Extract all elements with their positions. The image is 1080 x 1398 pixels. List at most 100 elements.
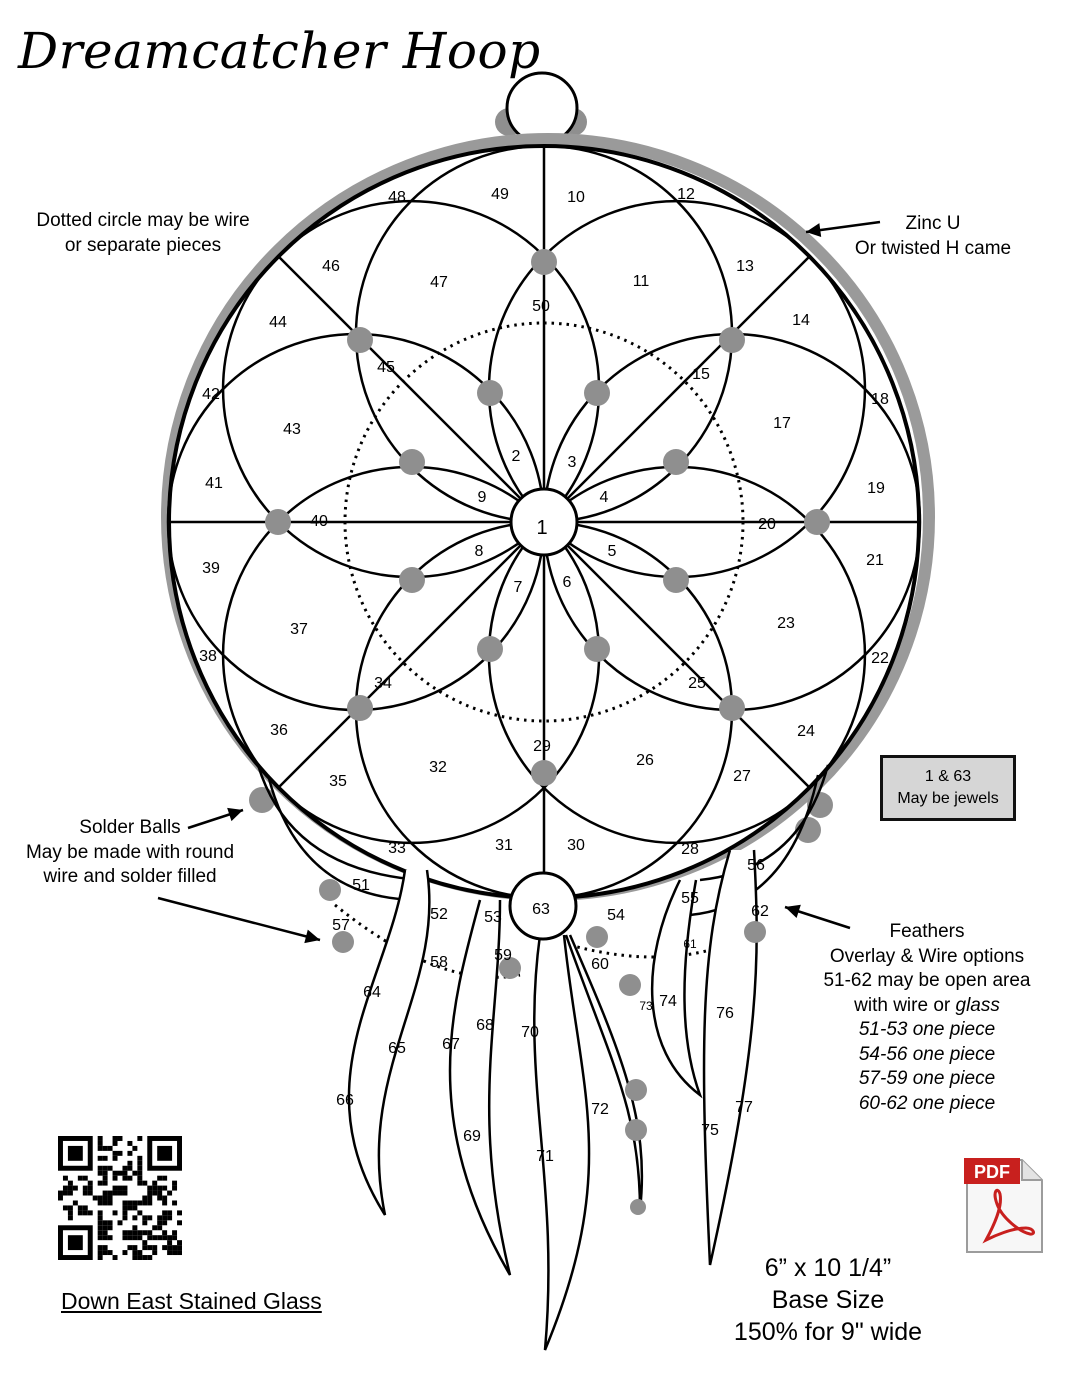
piece-number: 19 bbox=[867, 480, 885, 497]
qr-module bbox=[167, 1210, 173, 1216]
solder-ball bbox=[499, 957, 521, 979]
solder-ball bbox=[249, 787, 275, 813]
qr-module bbox=[122, 1230, 128, 1236]
piece-number: 37 bbox=[290, 621, 308, 638]
qr-module bbox=[157, 1190, 163, 1196]
qr-module bbox=[97, 1220, 103, 1226]
feathers-note-line: 57-59 one piece bbox=[858, 1068, 996, 1089]
solder-ball bbox=[663, 567, 689, 593]
qr-module bbox=[102, 1180, 108, 1186]
qr-module bbox=[107, 1225, 113, 1231]
qr-module bbox=[177, 1250, 182, 1256]
qr-module bbox=[67, 1185, 73, 1191]
qr-module bbox=[122, 1235, 128, 1241]
qr-module bbox=[97, 1140, 103, 1146]
qr-finder-core bbox=[67, 1145, 83, 1161]
piece-number: 67 bbox=[442, 1036, 460, 1053]
piece-number: 65 bbox=[388, 1040, 406, 1057]
piece-number: 2 bbox=[512, 448, 521, 465]
pdf-label: PDF bbox=[974, 1162, 1010, 1182]
qr-module bbox=[77, 1210, 83, 1216]
qr-module bbox=[172, 1245, 178, 1251]
piece-number: 33 bbox=[388, 840, 406, 857]
piece-number: 34 bbox=[374, 675, 392, 692]
qr-module bbox=[82, 1210, 88, 1216]
qr-module bbox=[107, 1250, 113, 1256]
qr-module bbox=[97, 1180, 103, 1186]
arrow-head bbox=[785, 904, 801, 919]
piece-number: 53 bbox=[484, 909, 502, 926]
pdf-icon[interactable]: PDF bbox=[964, 1154, 1046, 1256]
piece-number: 62 bbox=[751, 903, 769, 920]
qr-module bbox=[142, 1245, 148, 1251]
qr-module bbox=[82, 1205, 88, 1211]
piece-number: 32 bbox=[429, 759, 447, 776]
piece-number: 47 bbox=[430, 274, 448, 291]
piece-number: 9 bbox=[478, 489, 487, 506]
piece-number: 43 bbox=[283, 421, 301, 438]
qr-module bbox=[58, 1190, 63, 1196]
piece-number: 26 bbox=[636, 752, 654, 769]
feather bbox=[702, 849, 758, 1266]
qr-module bbox=[102, 1195, 108, 1201]
qr-module bbox=[107, 1200, 113, 1206]
qr-module bbox=[67, 1180, 73, 1186]
qr-module bbox=[137, 1255, 143, 1260]
qr-module bbox=[142, 1195, 148, 1201]
qr-module bbox=[147, 1235, 153, 1241]
qr-module bbox=[97, 1215, 103, 1221]
qr-module bbox=[177, 1240, 182, 1246]
piece-number: 36 bbox=[270, 722, 288, 739]
piece-number: 74 bbox=[659, 993, 677, 1010]
piece-number: 38 bbox=[199, 648, 217, 665]
qr-module bbox=[102, 1155, 108, 1161]
qr-module bbox=[162, 1200, 168, 1206]
qr-module bbox=[97, 1230, 103, 1236]
arrow-head bbox=[806, 223, 822, 237]
qr-module bbox=[152, 1245, 158, 1251]
qr-module bbox=[147, 1245, 153, 1251]
qr-module bbox=[177, 1210, 182, 1216]
brand-link[interactable]: Down East Stained Glass bbox=[61, 1288, 322, 1314]
qr-module bbox=[132, 1255, 138, 1260]
qr-module bbox=[112, 1190, 118, 1196]
qr-module bbox=[102, 1235, 108, 1241]
piece-number: 68 bbox=[476, 1017, 494, 1034]
piece-number: 6 bbox=[563, 574, 572, 591]
qr-module bbox=[132, 1225, 138, 1231]
qr-module bbox=[147, 1200, 153, 1206]
piece-number: 23 bbox=[777, 615, 795, 632]
piece-number: 22 bbox=[871, 650, 889, 667]
qr-module bbox=[162, 1235, 168, 1241]
qr-module bbox=[102, 1220, 108, 1226]
feather-arc bbox=[256, 764, 421, 882]
qr-module bbox=[147, 1195, 153, 1201]
qr-module bbox=[142, 1220, 148, 1226]
piece-number: 29 bbox=[533, 738, 551, 755]
qr-code-icon[interactable] bbox=[58, 1136, 182, 1260]
qr-module bbox=[62, 1175, 68, 1181]
solder-ball bbox=[719, 695, 745, 721]
qr-module bbox=[132, 1215, 138, 1221]
piece-number: 15 bbox=[692, 366, 710, 383]
qr-module bbox=[172, 1235, 178, 1241]
solder-ball bbox=[477, 636, 503, 662]
qr-module bbox=[162, 1215, 168, 1221]
qr-module bbox=[77, 1205, 83, 1211]
qr-module bbox=[152, 1250, 158, 1256]
piece-number: 3 bbox=[568, 454, 577, 471]
solder-balls-note: Solder Balls May be made with round wire… bbox=[25, 817, 235, 887]
qr-module bbox=[137, 1200, 143, 1206]
piece-number: 59 bbox=[494, 947, 512, 964]
qr-module bbox=[102, 1200, 108, 1206]
qr-module bbox=[132, 1245, 138, 1251]
qr-module bbox=[72, 1200, 78, 1206]
qr-module bbox=[157, 1220, 163, 1226]
qr-module bbox=[107, 1145, 113, 1151]
solder-ball bbox=[807, 792, 833, 818]
feathers-note-line: 51-62 may be open area bbox=[823, 970, 1031, 991]
piece-number: 70 bbox=[521, 1024, 539, 1041]
qr-module bbox=[167, 1240, 173, 1246]
qr-module bbox=[112, 1255, 118, 1260]
